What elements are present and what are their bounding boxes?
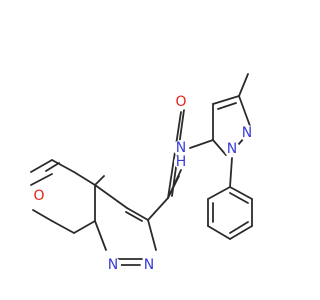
bond-layer [30,73,253,266]
svg-text:N: N [227,141,237,157]
bond-2 [51,220,75,234]
amide-nitrogen-atom: N [173,140,189,156]
bond-30 [229,157,233,188]
bond-16 [94,175,105,186]
svg-text:H: H [176,154,187,170]
bond-6 [51,159,75,173]
bond-7 [30,159,53,173]
pyridazine-n2-atom: N [141,257,157,273]
svg-text:N: N [144,257,154,273]
bond-39 [229,192,249,204]
bond-31 [207,186,231,200]
pyrazole-n1-atom: N [224,141,240,157]
bond-29 [238,73,249,97]
bond-17 [147,197,169,221]
bond-25 [238,95,251,127]
bond-36 [229,186,253,200]
pyridazine-n1-atom: N [105,257,121,273]
bond-5 [73,171,96,186]
svg-text:N: N [108,257,118,273]
pyrazole-n2-atom: N [239,125,255,141]
bond-0 [30,173,53,186]
bond-8 [45,162,60,172]
amide-hydrogen-atom: H [174,154,188,170]
bond-22 [189,139,214,149]
bond-15 [94,184,128,209]
svg-text:O: O [33,188,44,204]
bond-34 [229,225,253,240]
molecule-structure-diagram: O O N N N H N N [30,73,255,273]
bond-9 [94,220,107,251]
svg-text:N: N [176,140,186,156]
bond-20 [167,111,182,199]
bond-26 [212,95,240,105]
svg-text:N: N [242,125,252,141]
bond-33 [207,225,231,240]
bond-23 [212,139,227,156]
atom-label-layer: O O N N N H N N [31,94,255,273]
bond-14 [125,211,143,222]
svg-text:O: O [175,94,186,110]
carbonyl-oxygen-atom: O [173,94,189,110]
bond-13 [126,207,149,221]
bond-1 [32,209,53,222]
bond-3 [73,220,96,234]
bond-12 [147,219,157,251]
bond-27 [217,102,237,110]
bond-38 [229,221,249,234]
pyran-oxygen-atom: O [31,188,47,204]
